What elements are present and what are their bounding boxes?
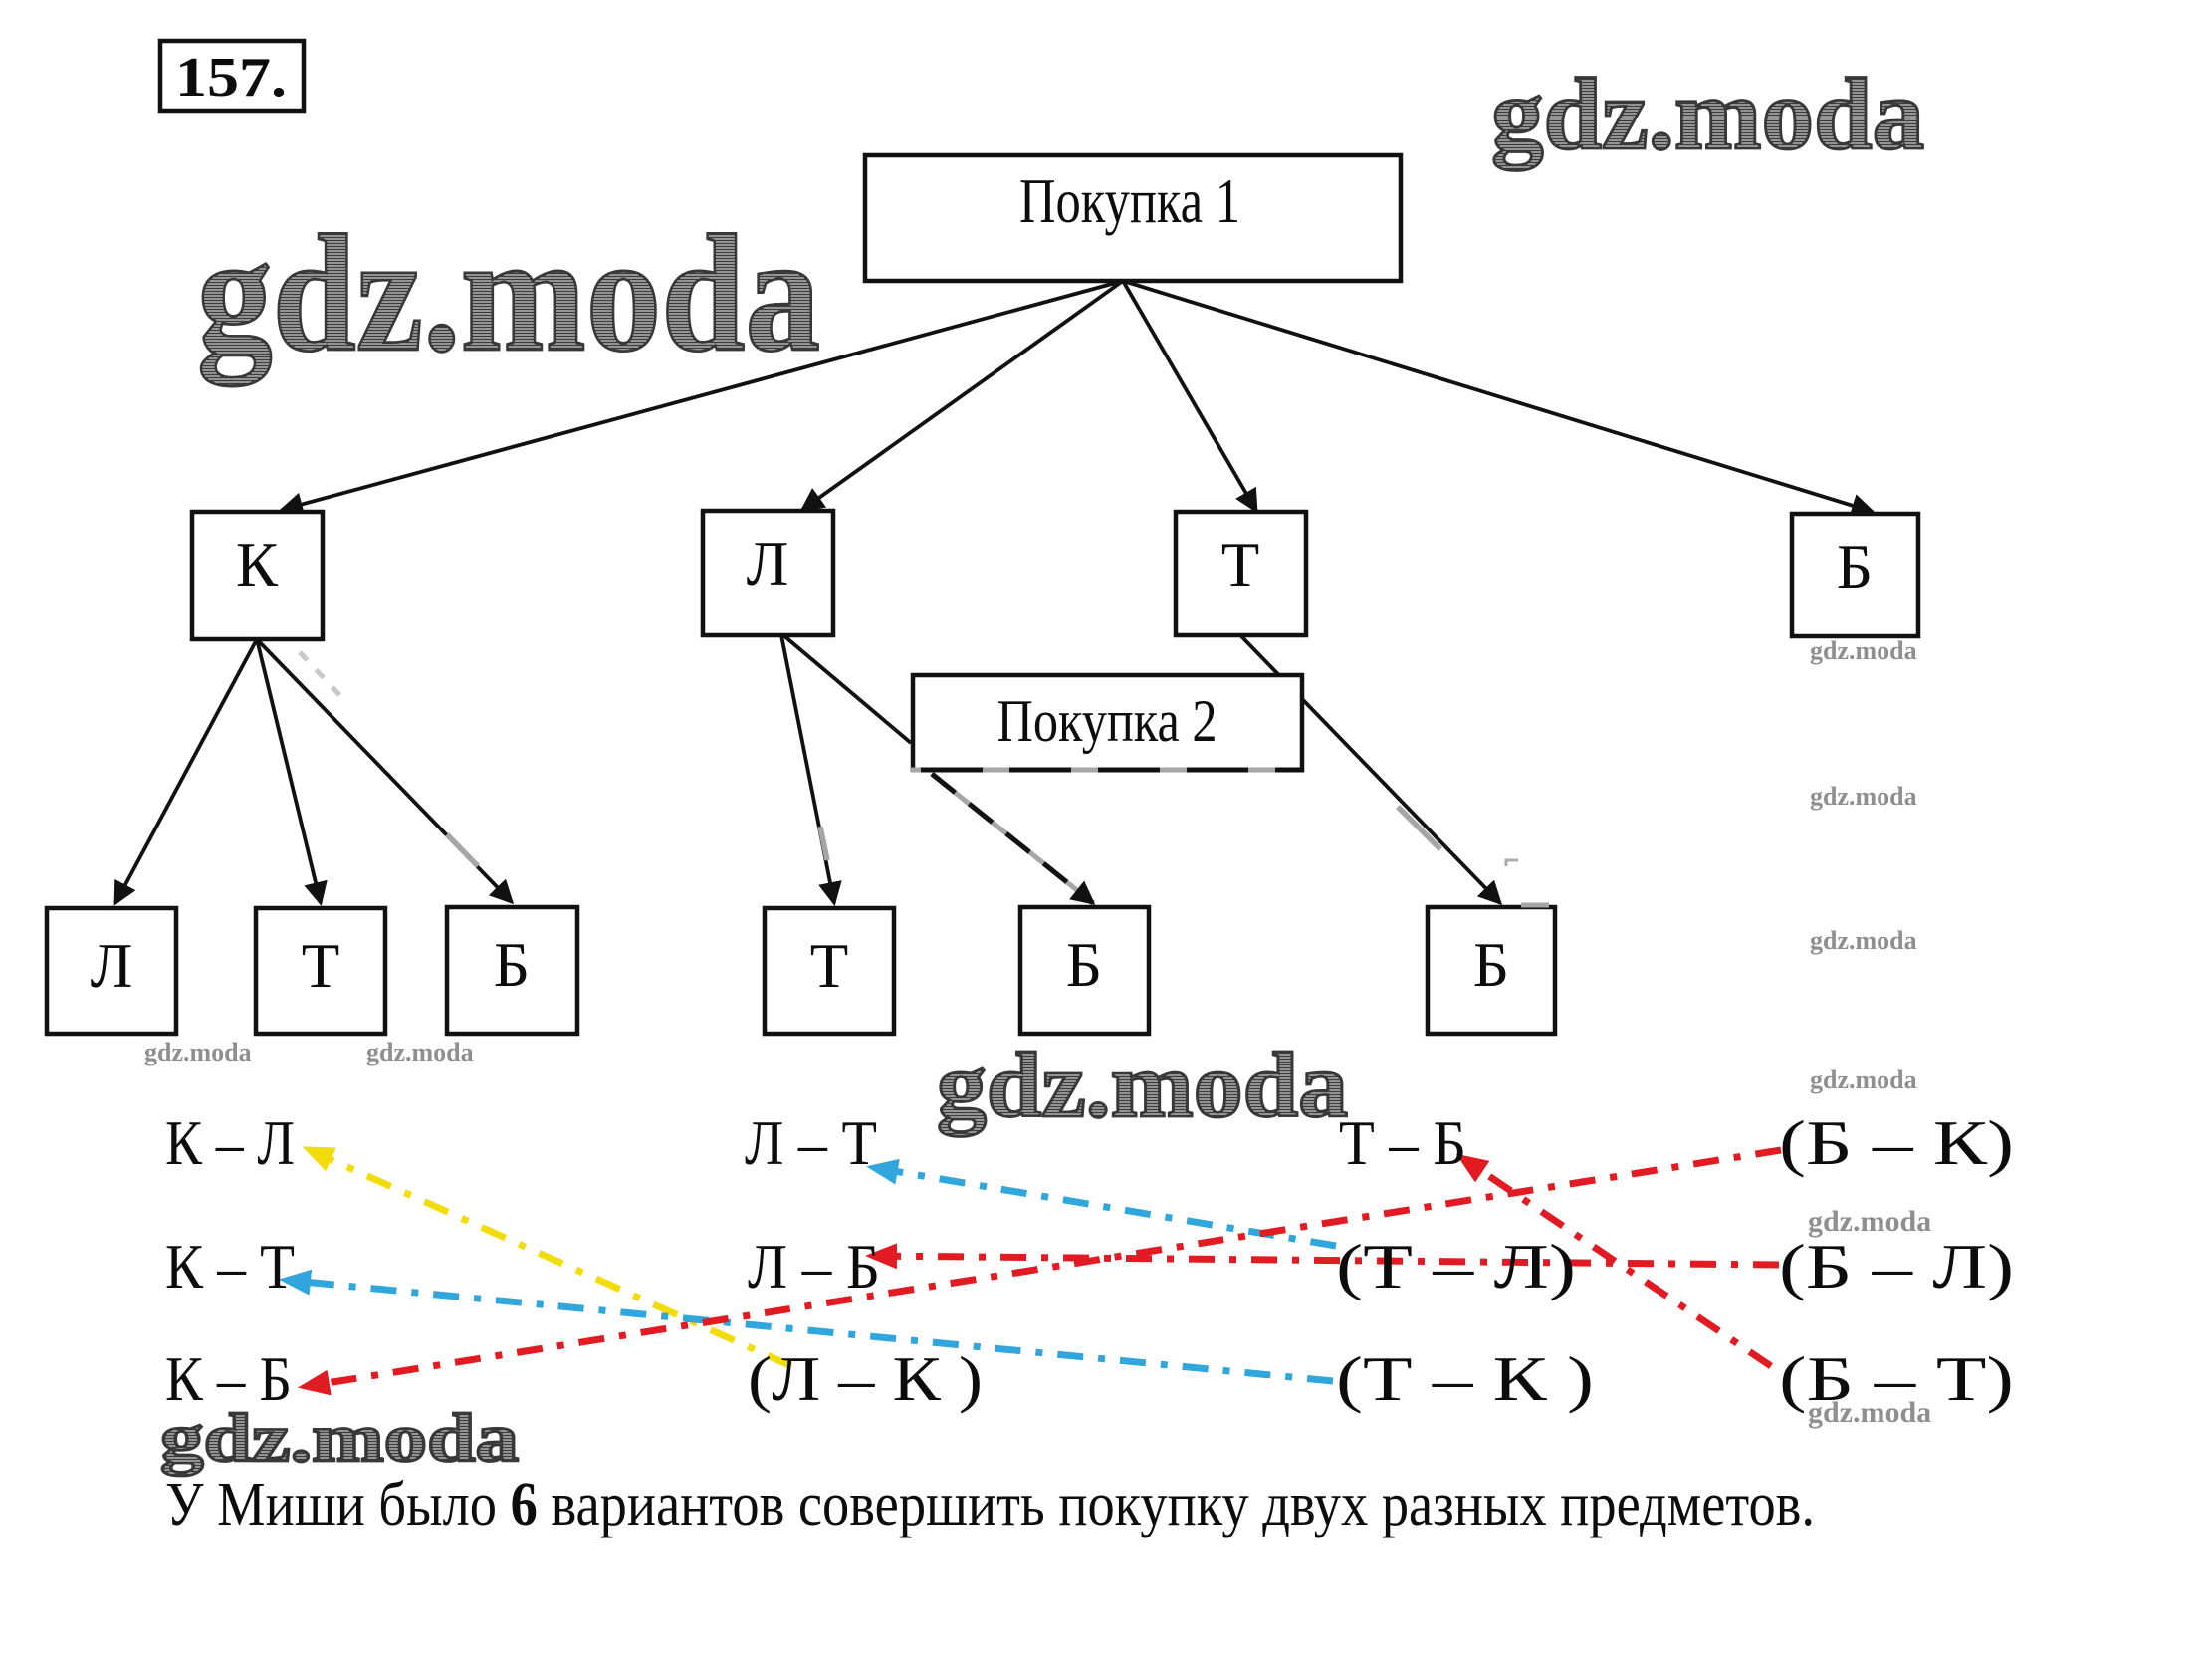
svg-text:К – Б: К – Б bbox=[165, 1343, 292, 1414]
svg-text:gdz.moda: gdz.moda bbox=[144, 1038, 252, 1066]
svg-text:Л – Б: Л – Б bbox=[748, 1231, 880, 1301]
svg-text:(Б – Т): (Б – Т) bbox=[1779, 1343, 2014, 1414]
svg-text:gdz.moda: gdz.moda bbox=[366, 1038, 474, 1066]
svg-text:Б: Б bbox=[1837, 532, 1873, 601]
svg-text:gdz.moda: gdz.moda bbox=[1491, 58, 1924, 171]
svg-text:gdz.moda: gdz.moda bbox=[937, 1035, 1348, 1137]
svg-text:Л: Л bbox=[91, 931, 133, 1001]
svg-text:Б: Б bbox=[1066, 930, 1102, 1000]
svg-text:(Б – К): (Б – К) bbox=[1779, 1107, 2014, 1178]
svg-text:Т: Т bbox=[810, 931, 848, 1001]
svg-text:Т – Б: Т – Б bbox=[1339, 1107, 1466, 1178]
svg-text:gdz.moda: gdz.moda bbox=[1808, 1205, 1931, 1238]
svg-text:Л – Т: Л – Т bbox=[745, 1107, 877, 1178]
svg-text:К: К bbox=[236, 530, 279, 599]
svg-text:К – Л: К – Л bbox=[165, 1107, 295, 1178]
svg-text:(Л – К ): (Л – К ) bbox=[748, 1343, 983, 1414]
svg-text:157.: 157. bbox=[175, 47, 287, 109]
svg-text:gdz.moda: gdz.moda bbox=[1808, 1396, 1931, 1429]
svg-text:gdz.moda: gdz.moda bbox=[160, 1400, 519, 1476]
svg-text:(Б – Л): (Б – Л) bbox=[1779, 1231, 2014, 1301]
svg-text:gdz.moda: gdz.moda bbox=[1810, 782, 1917, 811]
svg-text:Покупка 2: Покупка 2 bbox=[997, 688, 1217, 754]
svg-text:gdz.moda: gdz.moda bbox=[1810, 926, 1917, 955]
svg-text:(Т – К ): (Т – К ) bbox=[1336, 1343, 1594, 1414]
svg-text:(Т – Л): (Т – Л) bbox=[1336, 1231, 1576, 1301]
svg-text:Т: Т bbox=[1221, 530, 1259, 599]
svg-text:Б: Б bbox=[494, 930, 530, 1000]
svg-text:Л: Л bbox=[747, 529, 789, 598]
svg-text:Т: Т bbox=[302, 931, 339, 1001]
svg-text:К – Т: К – Т bbox=[165, 1231, 295, 1301]
svg-text:gdz.moda: gdz.moda bbox=[1810, 636, 1917, 665]
svg-text:У Миши было 6 вариантов соверш: У Миши было 6 вариантов совершить покупк… bbox=[165, 1471, 1815, 1538]
svg-text:Покупка 1: Покупка 1 bbox=[1019, 165, 1240, 236]
svg-text:gdz.moda: gdz.moda bbox=[1810, 1065, 1917, 1094]
svg-text:Б: Б bbox=[1473, 930, 1509, 1000]
svg-text:gdz.moda: gdz.moda bbox=[197, 201, 820, 386]
